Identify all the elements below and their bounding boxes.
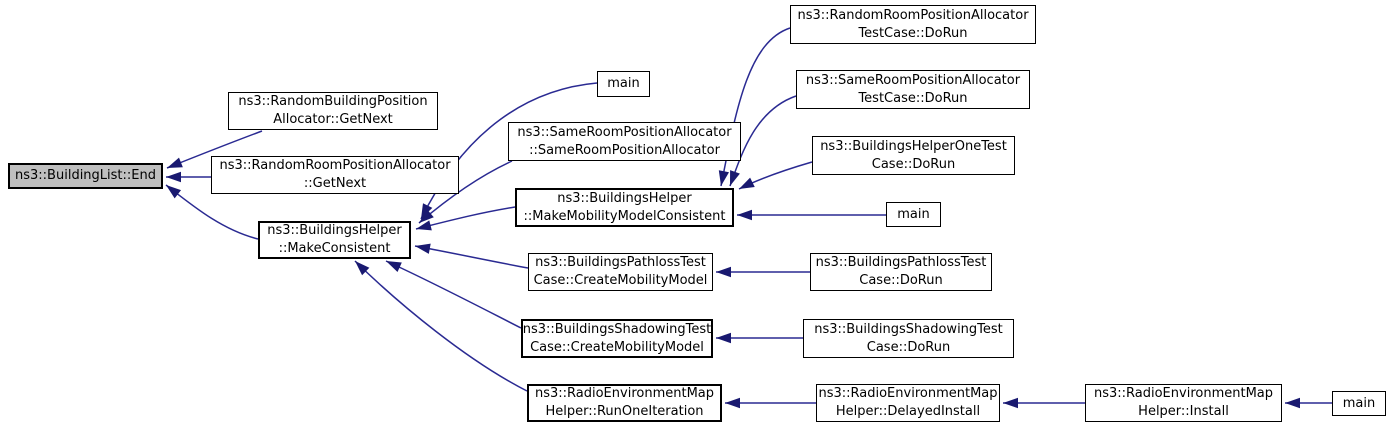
node-label-line: ns3::BuildingsShadowingTest (814, 321, 1003, 337)
edge-buildings-shadowing-test-case-create-mobility-model--buildings-helper-make-consistent (385, 260, 522, 329)
node-label-line: ::GetNext (303, 176, 367, 191)
node-label-line: Case::DoRun (866, 339, 951, 355)
node-label-line: ns3::RandomRoomPositionAllocator (219, 158, 451, 173)
node-main-middle[interactable]: main (886, 202, 941, 227)
node-label-line: Case::CreateMobilityModel (533, 273, 708, 288)
node-label-line: Helper::RunOneIteration (545, 404, 704, 419)
node-label-line: ns3::SameRoomPositionAllocator (517, 124, 732, 140)
node-label-line: Case::CreateMobilityModel (530, 339, 704, 355)
node-same-room-position-allocator-constructor[interactable]: ns3::SameRoomPositionAllocator::SameRoom… (508, 122, 741, 161)
edge-random-building-position-allocator-get-next--building-list-end (166, 130, 263, 169)
edge-buildings-pathloss-test-case-create-mobility-model--buildings-helper-make-consistent (414, 243, 529, 269)
node-main-top[interactable]: main (597, 71, 650, 97)
node-label-line: ns3::RandomRoomPositionAllocator (797, 7, 1029, 23)
node-label-line: ns3::RadioEnvironmentMap (534, 386, 715, 401)
edge-buildings-helper-make-mobility-model-consistent--buildings-helper-make-consistent (415, 206, 516, 231)
node-random-room-position-allocator-get-next[interactable]: ns3::RandomRoomPositionAllocator::GetNex… (211, 156, 459, 194)
edge-random-room-position-allocator-test-case-do-run--buildings-helper-make-mobility-model-consistent (718, 27, 791, 187)
node-label-line: ns3::BuildingList::End (15, 168, 156, 183)
node-label-line: main (1342, 395, 1376, 411)
node-label-line: Helper::Install (1138, 404, 1229, 419)
node-label-line: TestCase::DoRun (858, 25, 968, 41)
node-label-line: ns3::SameRoomPositionAllocator (805, 72, 1021, 88)
node-label-line: Allocator::GetNext (273, 112, 393, 127)
node-label-line: ns3::RadioEnvironmentMap (818, 386, 998, 401)
edge-same-room-position-allocator-test-case-do-run--buildings-helper-make-mobility-model-consistent (729, 95, 797, 187)
node-label-line: ::MakeConsistent (278, 241, 391, 256)
node-label-line: ns3::RandomBuildingPosition (238, 94, 428, 109)
node-label-line: ns3::BuildingsHelper (267, 223, 402, 238)
node-label-line: ::SameRoomPositionAllocator (529, 142, 720, 158)
node-label-line: main (897, 206, 930, 222)
edge-buildings-helper-make-consistent--building-list-end (165, 184, 259, 240)
node-label-line: ns3::BuildingsShadowingTest (522, 321, 712, 337)
node-label-line: ns3::RadioEnvironmentMap (1093, 386, 1274, 401)
edge-radio-environment-map-helper-run-one-iteration--buildings-helper-make-consistent (354, 260, 528, 392)
node-label-line: Case::DoRun (859, 273, 943, 288)
node-label-line: Case::DoRun (871, 156, 956, 172)
node-label-line: ns3::BuildingsPathlossTest (535, 255, 706, 270)
edge-buildings-helper-one-test-case-do-run--buildings-helper-make-mobility-model-consistent (738, 161, 813, 190)
node-label-line: ::MakeMobilityModelConsistent (523, 208, 726, 224)
node-buildings-helper-make-mobility-model-consistent[interactable]: ns3::BuildingsHelper::MakeMobilityModelC… (515, 188, 734, 227)
node-buildings-helper-make-consistent[interactable]: ns3::BuildingsHelper::MakeConsistent (258, 221, 411, 259)
node-building-list-end[interactable]: ns3::BuildingList::End (8, 163, 163, 189)
node-label-line: main (607, 76, 640, 91)
node-label-line: Helper::DelayedInstall (835, 404, 981, 419)
node-label-line: TestCase::DoRun (858, 90, 968, 106)
node-label-line: ns3::BuildingsPathlossTest (815, 255, 987, 270)
node-label-line: ns3::BuildingsHelperOneTest (820, 138, 1007, 154)
node-main-bottom[interactable]: main (1332, 391, 1386, 416)
edge-same-room-position-allocator-constructor--buildings-helper-make-consistent (418, 160, 513, 224)
node-label-line: ns3::BuildingsHelper (557, 190, 692, 206)
